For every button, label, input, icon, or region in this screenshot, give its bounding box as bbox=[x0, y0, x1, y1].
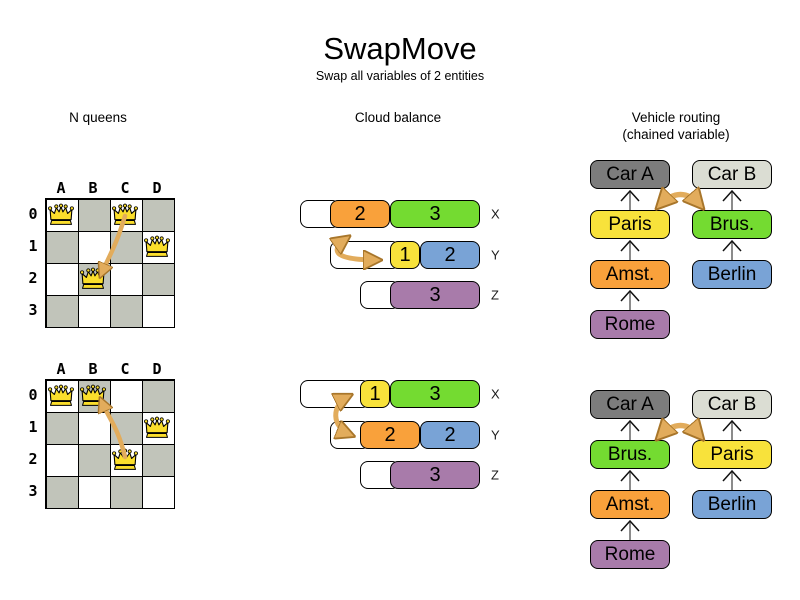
board-cell bbox=[45, 475, 79, 509]
process-box: 3 bbox=[390, 461, 480, 489]
board-cell bbox=[141, 294, 175, 328]
chain-node: Car A bbox=[590, 160, 670, 189]
board-cell bbox=[109, 294, 143, 328]
board-column-label: B bbox=[88, 360, 98, 378]
board-cell bbox=[45, 294, 79, 328]
board-column-label: C bbox=[120, 179, 130, 197]
page-title: SwapMove bbox=[323, 31, 477, 66]
board-cell bbox=[141, 379, 175, 413]
chain-node: Amst. bbox=[590, 490, 670, 519]
chain-node: Car B bbox=[692, 390, 772, 419]
chain-node: Rome bbox=[590, 540, 670, 569]
board-cell bbox=[141, 262, 175, 296]
process-box: 2 bbox=[330, 200, 390, 228]
chain-node: Berlin bbox=[692, 260, 772, 289]
board-cell bbox=[109, 411, 143, 445]
board-cell bbox=[77, 198, 111, 232]
section-subheader-chained-variable: (chained variable) bbox=[622, 127, 730, 142]
chain-node: Brus. bbox=[590, 440, 670, 469]
board-cell bbox=[45, 443, 79, 477]
board-row-label: 2 bbox=[28, 269, 38, 287]
board-cell bbox=[77, 230, 111, 264]
process-box: 3 bbox=[390, 380, 480, 408]
board-cell bbox=[77, 443, 111, 477]
queen-icon bbox=[79, 383, 107, 414]
computer-label: Y bbox=[491, 247, 500, 263]
computer-label: X bbox=[491, 206, 500, 222]
computer-label: Z bbox=[491, 287, 499, 303]
queen-crown-icon bbox=[80, 384, 106, 406]
queen-icon bbox=[111, 447, 139, 478]
queen-crown-icon bbox=[48, 203, 74, 225]
queen-crown-icon bbox=[48, 384, 74, 406]
chain-node: Car B bbox=[692, 160, 772, 189]
process-box: 1 bbox=[390, 241, 420, 269]
process-box: 2 bbox=[420, 421, 480, 449]
board-row-label: 3 bbox=[28, 482, 38, 500]
board-cell bbox=[45, 411, 79, 445]
board-cell bbox=[141, 198, 175, 232]
process-box: 2 bbox=[420, 241, 480, 269]
queen-icon bbox=[143, 234, 171, 265]
queen-crown-icon bbox=[80, 267, 106, 289]
process-box: 1 bbox=[360, 380, 390, 408]
section-header-nqueens: N queens bbox=[69, 110, 127, 125]
board-row-label: 1 bbox=[28, 237, 38, 255]
board-cell bbox=[109, 475, 143, 509]
board-column-label: B bbox=[88, 179, 98, 197]
chain-node: Berlin bbox=[692, 490, 772, 519]
process-box: 3 bbox=[390, 281, 480, 309]
board-column-label: D bbox=[152, 179, 162, 197]
queen-crown-icon bbox=[112, 448, 138, 470]
queen-icon bbox=[47, 383, 75, 414]
board-cell bbox=[141, 475, 175, 509]
computer-label: Y bbox=[491, 427, 500, 443]
queen-crown-icon bbox=[144, 235, 170, 257]
chain-node: Amst. bbox=[590, 260, 670, 289]
board-cell bbox=[77, 294, 111, 328]
chain-node: Car A bbox=[590, 390, 670, 419]
board-column-label: C bbox=[120, 360, 130, 378]
board-row-label: 2 bbox=[28, 450, 38, 468]
board-cell bbox=[109, 262, 143, 296]
section-header-vehicle-routing: Vehicle routing bbox=[631, 110, 721, 125]
section-header-cloud-balance: Cloud balance bbox=[354, 110, 442, 125]
queen-icon bbox=[111, 202, 139, 233]
chain-node: Paris bbox=[590, 210, 670, 239]
queen-crown-icon bbox=[144, 416, 170, 438]
board-column-label: A bbox=[56, 360, 66, 378]
board-column-label: A bbox=[56, 179, 66, 197]
board-cell bbox=[109, 230, 143, 264]
board-cell bbox=[141, 443, 175, 477]
board-cell bbox=[45, 262, 79, 296]
board-row-label: 3 bbox=[28, 301, 38, 319]
process-box: 2 bbox=[360, 421, 420, 449]
page-subtitle: Swap all variables of 2 entities bbox=[315, 69, 485, 83]
queen-icon bbox=[79, 266, 107, 297]
board-row-label: 1 bbox=[28, 418, 38, 436]
process-box: 3 bbox=[390, 200, 480, 228]
board-cell bbox=[77, 411, 111, 445]
board-column-label: D bbox=[152, 360, 162, 378]
chessboard-after bbox=[45, 379, 175, 509]
chain-node: Rome bbox=[590, 310, 670, 339]
queen-icon bbox=[47, 202, 75, 233]
board-row-label: 0 bbox=[28, 205, 38, 223]
board-cell bbox=[77, 475, 111, 509]
queen-crown-icon bbox=[112, 203, 138, 225]
computer-label: Z bbox=[491, 467, 499, 483]
chain-node: Paris bbox=[692, 440, 772, 469]
computer-label: X bbox=[491, 386, 500, 402]
board-cell bbox=[45, 230, 79, 264]
chain-node: Brus. bbox=[692, 210, 772, 239]
board-cell bbox=[109, 379, 143, 413]
queen-icon bbox=[143, 415, 171, 446]
board-row-label: 0 bbox=[28, 386, 38, 404]
